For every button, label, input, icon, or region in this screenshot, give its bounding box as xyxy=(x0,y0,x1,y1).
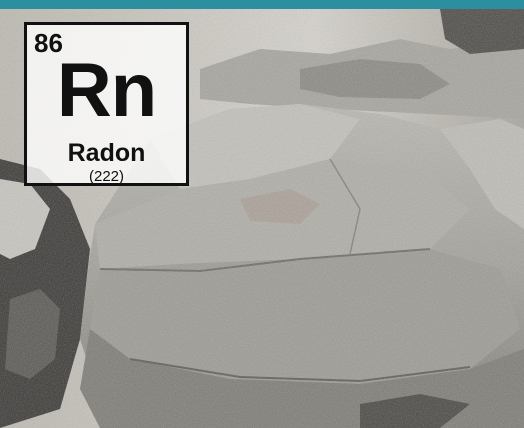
top-color-bar xyxy=(0,0,524,9)
element-symbol: Rn xyxy=(56,48,157,133)
atomic-number: 86 xyxy=(34,28,63,58)
atomic-mass: (222) xyxy=(88,168,125,185)
rock-photo xyxy=(0,9,524,428)
element-tile: 86 Rn Radon (222) xyxy=(24,22,189,186)
element-name: Radon xyxy=(67,139,146,167)
